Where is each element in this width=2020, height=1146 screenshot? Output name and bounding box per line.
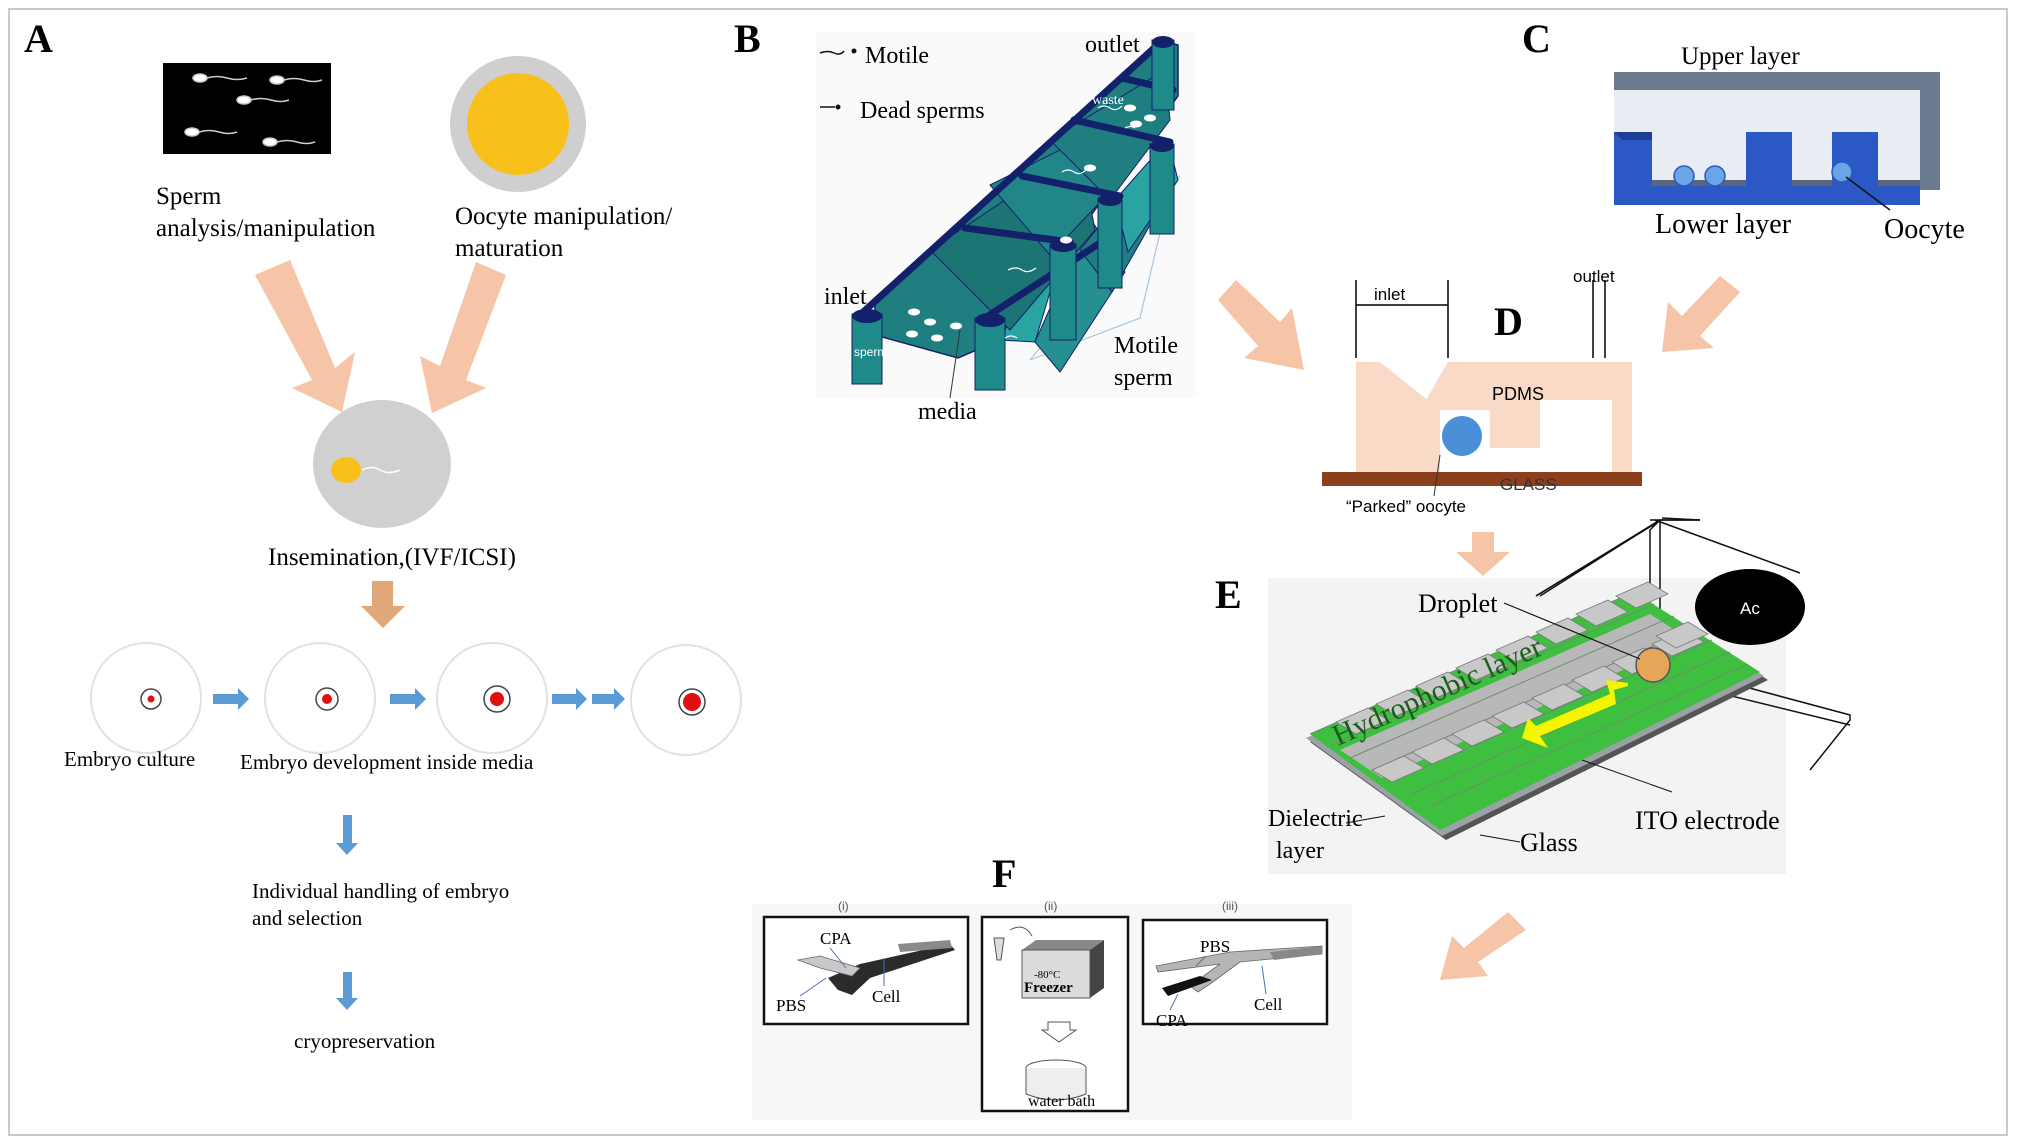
panel-b-letter: B: [734, 16, 761, 61]
f-sub-i: (i): [838, 899, 849, 913]
f-iii-pbs: PBS: [1200, 937, 1230, 956]
arrow-d-to-e: [1456, 532, 1510, 576]
f-sub-panel-i: CPA PBS Cell: [762, 915, 970, 1026]
e-glass-label: Glass: [1520, 828, 1578, 857]
d-glass-bar: [1322, 472, 1642, 486]
f-iii-cell: Cell: [1254, 995, 1283, 1014]
arrow-oocyte-to-insemination: [420, 262, 506, 413]
arrow-b-to-d: [1218, 280, 1304, 370]
f-i-cpa: CPA: [820, 929, 852, 948]
figure-border: [8, 8, 2008, 1136]
d-outlet-label: outlet: [1573, 267, 1615, 286]
panel-d: D inlet outlet PDMS GLASS “Parked” oocyt…: [1322, 267, 1642, 516]
d-inlet-label: inlet: [1374, 285, 1405, 304]
insemination-image: [313, 400, 451, 528]
panel-a-letter: A: [24, 16, 53, 61]
ac-label: Ac: [1740, 599, 1760, 618]
d-pdms-block: [1356, 362, 1632, 472]
chip-b-cylinders: [851, 36, 1175, 391]
pdms-label: PDMS: [1492, 384, 1544, 404]
droplet-label: Droplet: [1418, 589, 1498, 618]
sperm-image: [163, 63, 331, 154]
development-label: Embryo development inside media: [240, 750, 534, 774]
chip-b-outlet-label: outlet: [1085, 32, 1140, 58]
chip-b-motile-sperm-label-1: Motile: [1114, 333, 1178, 359]
panel-e-letter: E: [1215, 572, 1242, 617]
e-yellow-arrow: [1522, 680, 1628, 748]
f-ii-temp: -80°C: [1034, 969, 1060, 981]
panel-c: C Upper layer Lower layer Oocyte: [1522, 16, 1965, 245]
arrow-e-to-f: [1440, 912, 1526, 980]
f-sub-iii: (iii): [1222, 899, 1238, 913]
oocyte-image: [450, 56, 586, 192]
insemination-label: Insemination,(IVF/ICSI): [268, 544, 516, 571]
chip-b-media-label: media: [918, 399, 977, 425]
chip-b-sperm-tails: [1004, 105, 1136, 339]
panel-f: F (i) (ii) (iii) CPA PBS Cell -80°C: [752, 851, 1352, 1120]
glass-label: GLASS: [1500, 475, 1557, 494]
f-ii-freezer: Freezer: [1024, 980, 1073, 996]
embryo-arrows: [213, 688, 625, 710]
legend-motile-icon: [819, 50, 845, 55]
arrow-to-handling: [336, 815, 358, 855]
parked-oocyte-label: “Parked” oocyte: [1346, 497, 1466, 516]
dielectric-label-2: layer: [1276, 838, 1324, 864]
f-sub-panel-iii: PBS CPA Cell: [1141, 918, 1329, 1030]
d-parked-oocyte: [1442, 416, 1482, 456]
chip-b-motile-sperm-label-2: sperm: [1114, 365, 1173, 391]
sperm-label-2: analysis/manipulation: [156, 215, 376, 242]
oocyte-label-1: Oocyte manipulation/: [455, 203, 672, 230]
f-i-pbs: PBS: [776, 996, 806, 1015]
handling-label-2: and selection: [252, 906, 363, 930]
chip-b-inlet-label: inlet: [824, 284, 867, 310]
lower-layer-label: Lower layer: [1655, 209, 1792, 240]
legend-dead-label: Dead sperms: [860, 98, 985, 124]
oocyte-label-2: maturation: [455, 235, 564, 262]
culture-label: Embryo culture: [64, 747, 195, 771]
arrow-to-culture: [361, 581, 405, 628]
f-i-cell: Cell: [872, 987, 901, 1006]
panel-c-letter: C: [1522, 16, 1551, 61]
panel-d-letter: D: [1494, 299, 1523, 344]
f-sub-ii: (ii): [1044, 899, 1057, 913]
arrow-to-cryo: [336, 972, 358, 1010]
handling-label-1: Individual handling of embryo: [252, 879, 509, 903]
e-droplet: [1635, 647, 1671, 683]
arrow-sperm-to-insemination: [255, 260, 355, 412]
upper-layer-label: Upper layer: [1681, 43, 1800, 70]
chip-b-sperm-dots: [906, 104, 1156, 342]
arrow-c-to-d: [1662, 276, 1740, 352]
dielectric-label-1: Dielectric: [1268, 806, 1363, 832]
e-ac-source: [1695, 569, 1805, 645]
panel-f-letter: F: [992, 851, 1016, 896]
sperm-label-1: Sperm: [156, 183, 222, 210]
chip-b-waste-label: waste: [1092, 93, 1124, 108]
c-layer-device: [1614, 72, 1940, 205]
panel-e: E: [1215, 517, 1851, 874]
chip-b-sperm-small-label: sperm: [854, 345, 887, 359]
f-ii-water: water bath: [1028, 1093, 1095, 1110]
panel-a: A Sperm analysis/manipulation Oocyte man…: [24, 16, 742, 1053]
ito-electrode-label: ITO electrode: [1635, 806, 1780, 835]
f-iii-cpa: CPA: [1156, 1011, 1188, 1030]
embryo-row: [90, 642, 742, 756]
c-oocyte-label: Oocyte: [1884, 214, 1965, 245]
panel-b: B Motile Dead sperms: [734, 16, 1196, 425]
f-sub-panel-ii: -80°C Freezer water bath: [980, 915, 1130, 1113]
cryo-label: cryopreservation: [294, 1029, 436, 1053]
legend-motile-label: Motile: [865, 43, 929, 69]
